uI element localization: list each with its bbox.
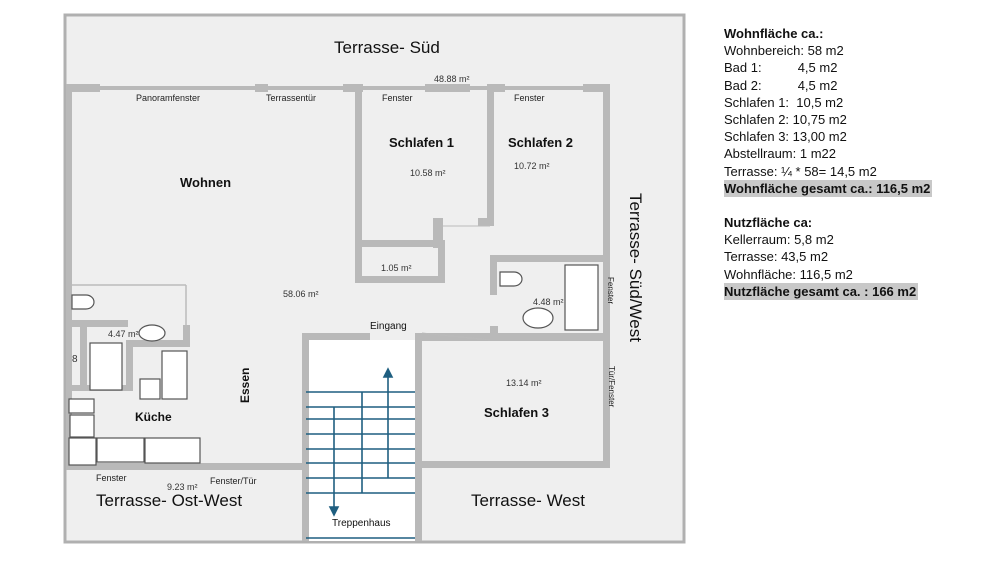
window-schlafen1: Fenster <box>382 93 413 103</box>
terrace-south-label: Terrasse- Süd <box>334 38 440 57</box>
wall-block <box>255 84 268 92</box>
wall <box>128 340 188 347</box>
room-schlafen3: Schlafen 3 <box>484 405 550 420</box>
living-area-total: Wohnfläche gesamt ca.: 116,5 m2 <box>724 179 933 198</box>
area-wohnen: 58.06 m² <box>283 289 319 299</box>
wall-block <box>343 84 363 92</box>
room-schlafen2: Schlafen 2 <box>508 135 574 150</box>
usable-area-item: Kellerraum: 5,8 m2 <box>724 232 834 248</box>
wall <box>126 340 133 390</box>
living-area-item: Schlafen 3: 13,00 m2 <box>724 129 847 145</box>
living-area-item: Schlafen 2: 10,75 m2 <box>724 112 847 128</box>
wall <box>355 276 445 283</box>
window-kueche: Fenster <box>96 473 127 483</box>
wall-left <box>66 86 72 470</box>
sink-icon <box>522 307 554 329</box>
wall <box>302 333 309 541</box>
wall <box>302 333 370 340</box>
washer-icon <box>139 378 161 400</box>
wall <box>415 333 610 341</box>
wall <box>487 86 494 226</box>
sink-icon <box>138 324 166 342</box>
room-essen: Essen <box>238 367 252 403</box>
usable-area-title: Nutzfläche ca: <box>724 215 813 231</box>
wall <box>438 240 445 283</box>
living-area-item: Schlafen 1: 10,5 m2 <box>724 94 844 110</box>
door-window-terrace: Fenster/Tür <box>210 476 257 486</box>
living-area-item: Bad 1: 4,5 m2 <box>724 60 838 76</box>
door-window-schlafen3: Tür/Fenster <box>607 366 616 408</box>
area-schlafen3: 13.14 m² <box>506 378 542 388</box>
usable-area-total: Nutzfläche gesamt ca. : 166 m2 <box>724 282 919 301</box>
entrance-label: Eingang <box>370 321 407 332</box>
bathtub-icon <box>564 264 599 331</box>
terrace-eastwest-label: Terrasse- Ost-West <box>96 491 243 510</box>
wall <box>355 240 443 247</box>
area-schlafen2: 10.72 m² <box>514 161 550 171</box>
area-bad2: 4.48 m² <box>533 297 564 307</box>
stairs <box>306 367 415 539</box>
wall-block <box>487 84 505 92</box>
wall-top <box>66 86 610 90</box>
living-area-item: Bad 2: 4,5 m2 <box>724 77 838 93</box>
wall <box>355 86 362 246</box>
closet-icon <box>161 350 188 400</box>
room-wohnen: Wohnen <box>180 175 232 190</box>
wall <box>355 240 362 283</box>
wall <box>490 255 610 262</box>
wall-block <box>583 84 610 92</box>
usable-area-item: Wohnfläche: 116,5 m2 <box>724 266 853 282</box>
arrow-up-icon <box>382 367 394 378</box>
cabinet-icon <box>68 398 95 414</box>
door-terrace: Terrassentür <box>266 93 317 103</box>
wall <box>183 325 190 347</box>
sink-kitchen-icon <box>96 437 145 463</box>
living-area-item: Wohnbereich: 58 m2 <box>724 43 844 59</box>
usable-area-item: Terrasse: 43,5 m2 <box>724 249 829 265</box>
window-schlafen2: Fenster <box>514 93 545 103</box>
wall-bottom <box>66 463 302 470</box>
terrace-southwest-label: Terrasse- Süd/West <box>626 193 645 342</box>
area-abstell: 1.05 m² <box>381 263 412 273</box>
door-line <box>421 332 491 341</box>
living-area-item: Terrasse: ¼ * 58= 14,5 m2 <box>724 163 877 179</box>
area-summary: Wohnfläche ca.: Wohnbereich: 58 m2 Bad 1… <box>724 25 933 301</box>
room-kueche: Küche <box>135 410 172 424</box>
area-schlafen1: 10.58 m² <box>410 168 446 178</box>
wall-block <box>66 84 100 92</box>
wall <box>66 320 128 327</box>
counter-icon <box>144 437 201 464</box>
wall <box>415 333 422 541</box>
arrow-down-icon <box>328 506 340 517</box>
terrace-west-label: Terrasse- West <box>471 491 585 510</box>
area-small-room: 8 <box>72 354 78 365</box>
room-schlafen1: Schlafen 1 <box>389 135 455 150</box>
wall <box>478 218 494 226</box>
wall-right <box>603 86 610 466</box>
area-terrace-east: 9.23 m² <box>167 482 198 492</box>
wall <box>80 320 87 390</box>
living-area-item: Abstellraum: 1 m22 <box>724 146 836 162</box>
living-area-title: Wohnfläche ca.: <box>724 26 824 41</box>
area-bad1: 4.47 m² <box>108 329 139 339</box>
area-terrace-south: 48.88 m² <box>434 74 470 84</box>
shower-icon <box>89 342 123 391</box>
wall <box>490 255 497 295</box>
toilet-icon <box>499 271 523 287</box>
toilet-icon <box>71 294 95 310</box>
room-treppenhaus: Treppenhaus <box>332 518 391 529</box>
stove-icon <box>69 414 95 438</box>
window-panorama: Panoramfenster <box>136 93 201 103</box>
window-bad2: Fenster <box>606 277 615 305</box>
wall-bottom <box>415 461 610 468</box>
cabinet-icon <box>68 437 97 466</box>
wall <box>433 218 443 248</box>
wall-block <box>425 84 470 92</box>
